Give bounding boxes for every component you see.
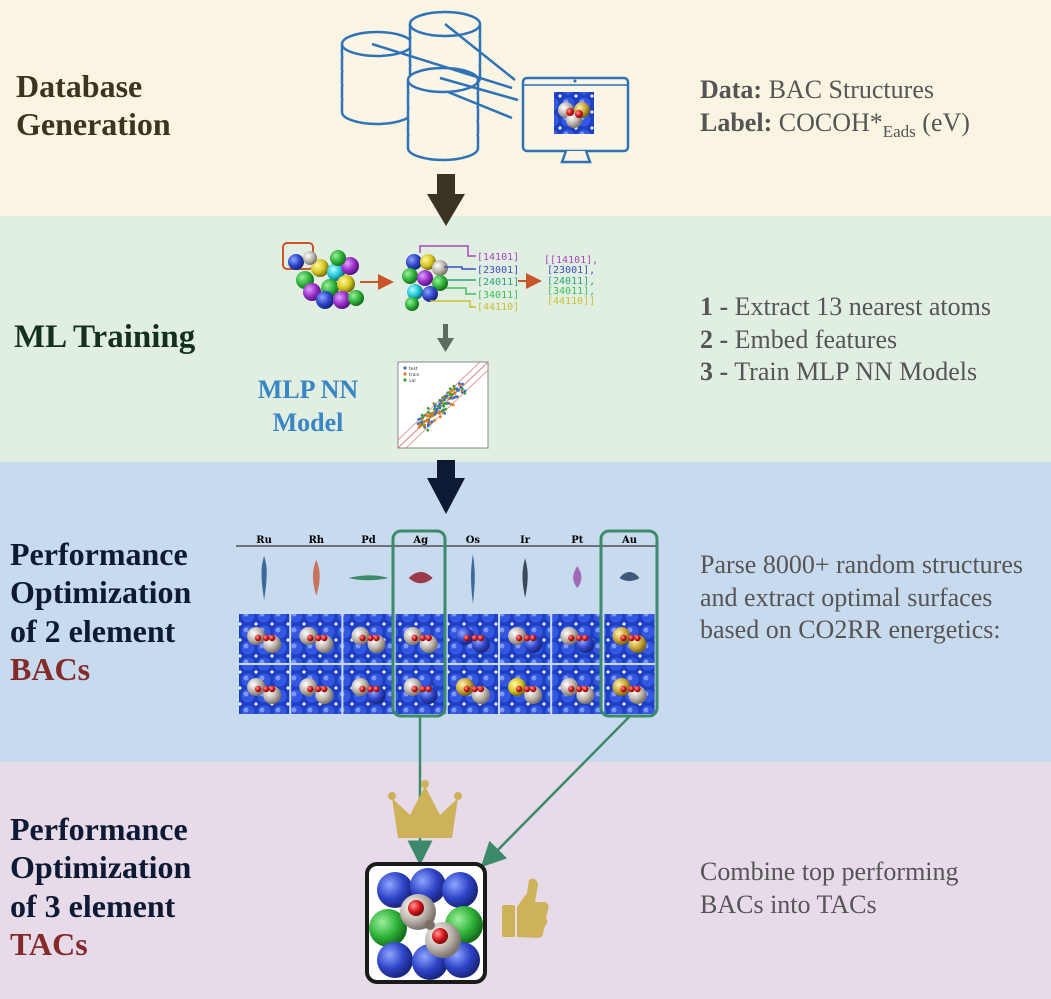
atom-cluster-icon [282, 242, 364, 309]
violin-pt [573, 566, 582, 588]
svg-text:[44110]: [44110] [477, 302, 519, 313]
svg-text:[24011],: [24011], [547, 276, 595, 287]
violin-ir [522, 558, 528, 598]
svg-text:val: val [409, 378, 416, 384]
element-label-au: Au [621, 535, 637, 546]
violin-au [619, 572, 640, 581]
feature-vector-labels: [14101] [23001] [24011] [34011] [44110] [477, 252, 519, 313]
element-label-ag: Ag [412, 535, 428, 546]
element-label-ir: Ir [520, 535, 531, 546]
violin-pd [348, 575, 389, 581]
svg-text:[14101]: [14101] [477, 252, 519, 263]
tac-optimization-title: Performance Optimization of 3 element TA… [10, 811, 192, 963]
svg-text:[44110]]: [44110]] [547, 296, 595, 307]
crown-icon [392, 786, 458, 838]
svg-text:train: train [409, 372, 420, 378]
element-label-rh: Rh [309, 535, 325, 546]
violin-ru [261, 556, 267, 600]
ml-step-2: 2 - Embed features [700, 324, 898, 354]
ml-training-band [0, 216, 1051, 462]
tac-optimization-band [0, 762, 1051, 999]
svg-text:[34011],: [34011], [547, 286, 595, 297]
tac-structure-icon [365, 862, 487, 984]
violin-os [471, 554, 475, 604]
svg-text:[23001],: [23001], [547, 265, 595, 276]
svg-text:[23001]: [23001] [477, 265, 519, 276]
ml-step-1: 1 - Extract 13 nearest atoms [700, 292, 991, 321]
flow-arrow-2 [427, 460, 465, 514]
element-label-ru: Ru [256, 535, 272, 546]
svg-text:[[14101],: [[14101], [544, 255, 598, 266]
ml-training-steps: 1 - Extract 13 nearest atoms 2 - Embed f… [700, 291, 991, 389]
tac-description: Combine top performing BACs into TACs [700, 857, 959, 919]
bac-description: Parse 8000+ random structures and extrac… [700, 550, 1023, 644]
violin-ag [408, 572, 433, 584]
mlp-nn-model-label: MLP NN Model [257, 375, 359, 437]
parity-plot-icon: test train val [397, 361, 489, 449]
flow-arrow-1 [427, 174, 465, 226]
bac-optimization-title: Performance Optimization of 2 element BA… [10, 536, 192, 688]
nearest-atoms-icon [402, 254, 448, 311]
svg-text:test: test [409, 366, 418, 372]
thumbs-up-icon [502, 878, 549, 938]
element-label-pd: Pd [361, 535, 376, 546]
element-label-os: Os [466, 535, 481, 546]
violin-rh [312, 560, 320, 596]
svg-text:[24011]: [24011] [477, 277, 519, 288]
svg-text:[34011]: [34011] [477, 290, 519, 301]
database-description: Data: BAC Structures Label: COCOH*Eads (… [700, 75, 970, 141]
bac-element-grid: Ru Rh Pd Ag Os Ir Pt Au [239, 535, 655, 714]
feature-list-labels: [[14101], [23001], [24011], [34011], [44… [544, 255, 598, 307]
small-down-arrow-icon [437, 324, 454, 352]
element-label-pt: Pt [571, 535, 584, 546]
ml-training-title: ML Training [14, 319, 196, 355]
ml-step-3: 3 - Train MLP NN Models [700, 357, 978, 386]
database-generation-title: Database Generation [16, 68, 171, 143]
monitor-icon [521, 76, 630, 164]
